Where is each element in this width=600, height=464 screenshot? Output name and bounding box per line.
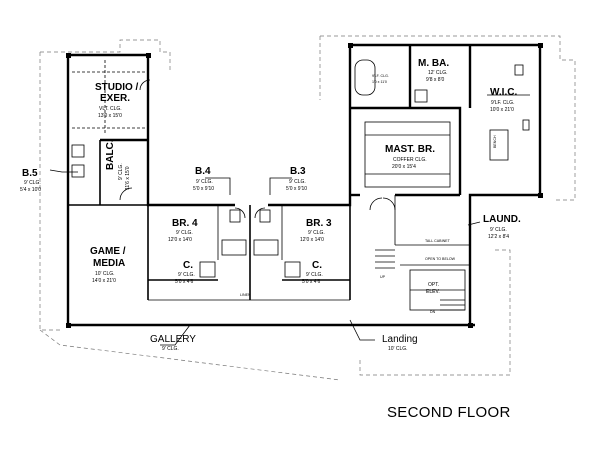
game-name: GAME / [90,246,126,257]
room-closet-right: C. 9' CLG. 5'0 x 4'6 [302,260,323,285]
c-right-dim: 5'0 x 4'6 [302,279,321,285]
landing-clg: 10' CLG. [388,346,408,352]
dn-label: DN [430,310,436,314]
balc-name: BALC. [105,139,116,170]
plumbing-fixtures [71,59,530,278]
b5-clg: 9' CLG. [24,180,41,186]
game-dim: 14'0 x 21'0 [92,278,116,284]
b3-dim: 5'0 x 9'10 [286,186,307,192]
room-br4: BR. 4 9' CLG. 12'0 x 14'0 [168,218,198,243]
c-right-name: C. [312,260,322,271]
b4-clg: 9' CLG. [196,179,213,185]
exterior-walls [66,43,542,327]
studio-name: STUDIO / [95,82,139,93]
studio-vault-lines [72,60,145,135]
br3-name: BR. 3 [306,218,332,229]
balc-dim: 11'6 x 15'0 [125,166,131,190]
room-b4: B.4 9' CLG. 5'0 x 9'10 [193,166,214,192]
room-studio: STUDIO / EXER. VLT. CLG. 13'0 x 15'0 [95,82,139,119]
laund-name: LAUND. [483,214,521,225]
open-below-label: OPEN TO BELOW [425,257,456,261]
c-left-dim: 5'0 x 4'6 [175,279,194,285]
b4-dim: 5'0 x 9'10 [193,186,214,192]
fixture-labels: LINEN TALL CABINET OPEN TO BELOW BENCH D… [240,135,497,314]
b5-dim: 5'4 x 10'0 [20,187,41,193]
br4-dim: 12'0 x 14'0 [168,237,192,243]
mba-name: M. BA. [418,58,449,69]
mastbr-dim: 20'0 x 15'4 [392,164,416,170]
br3-dim: 12'0 x 14'0 [300,237,324,243]
room-landing: Landing 10' CLG. [382,334,418,352]
room-b3: B.3 9' CLG. 5'0 x 9'10 [286,166,307,192]
balc-clg: 9' CLG. [118,163,124,180]
wic-name: W.I.C. [490,87,517,98]
bench-label: BENCH [493,135,497,148]
room-wc: 9'LF. CLG. 1'0 x 11'0 [372,74,389,84]
b4-name: B.4 [195,166,211,177]
room-master-bedroom: MAST. BR. COFFER CLG. 20'0 x 15'4 [385,144,435,170]
landing-name: Landing [382,334,418,345]
gallery-clg: 9' CLG. [162,346,179,352]
game-clg: 10' CLG. [95,271,115,277]
roof-outline [39,35,576,381]
studio-name-2: EXER. [100,93,130,104]
up-label: UP [380,275,386,279]
c-left-clg: 9' CLG. [178,272,195,278]
c-left-name: C. [183,260,193,271]
room-wic: W.I.C. 9'LF. CLG. 10'0 x 21'0 [490,87,517,113]
mba-dim: 9'8 x 8'0 [426,77,445,83]
tall-cabinet-label: TALL CABINET [425,239,451,243]
floor-title: SECOND FLOOR [387,404,511,421]
room-laundry: LAUND. 9' CLG. 12'2 x 8'4 [483,214,521,240]
elev-name-2: ELEV. [426,289,440,295]
studio-dim: 13'0 x 15'0 [98,113,122,119]
b3-name: B.3 [290,166,306,177]
stairs [375,249,465,311]
mastbr-clg: COFFER CLG. [393,157,427,163]
wc-clg: 9'LF. CLG. [372,74,389,78]
room-closet-left: C. 9' CLG. 5'0 x 4'6 [175,260,195,285]
br4-clg: 9' CLG. [176,230,193,236]
wic-dim: 10'0 x 21'0 [490,107,514,113]
mba-clg: 12' CLG. [428,70,448,76]
linen-label: LINEN [240,293,251,297]
elev-name: OPT. [428,282,439,288]
door-swings [119,79,396,219]
laund-dim: 12'2 x 8'4 [488,234,509,240]
mastbr-name: MAST. BR. [385,144,435,155]
c-right-clg: 9' CLG. [306,272,323,278]
room-balc: BALC. 9' CLG. 11'6 x 15'0 [105,139,131,190]
br4-name: BR. 4 [172,218,198,229]
game-name-2: MEDIA [93,258,125,269]
b3-clg: 9' CLG. [289,179,306,185]
leader-lines [49,94,530,346]
room-b5: B.5 9' CLG. 5'4 x 10'0 [20,168,41,193]
room-br3: BR. 3 9' CLG. 12'0 x 14'0 [300,218,332,243]
b5-name: B.5 [22,168,38,179]
laund-clg: 9' CLG. [490,227,507,233]
gallery-name: GALLERY [150,334,196,345]
studio-clg: VLT. CLG. [99,106,122,112]
wc-dim: 1'0 x 11'0 [372,80,387,84]
room-master-bath: M. BA. 12' CLG. 9'8 x 8'0 [418,58,449,83]
room-game-media: GAME / MEDIA 10' CLG. 14'0 x 21'0 [90,246,126,284]
wic-clg: 9'LF. CLG. [491,100,514,106]
interior-walls [68,140,470,311]
room-elevator: OPT. ELEV. [426,282,440,295]
br3-clg: 9' CLG. [308,230,325,236]
room-gallery: GALLERY 9' CLG. [150,334,196,352]
coffer-ceiling [364,121,451,188]
columns [66,43,543,328]
